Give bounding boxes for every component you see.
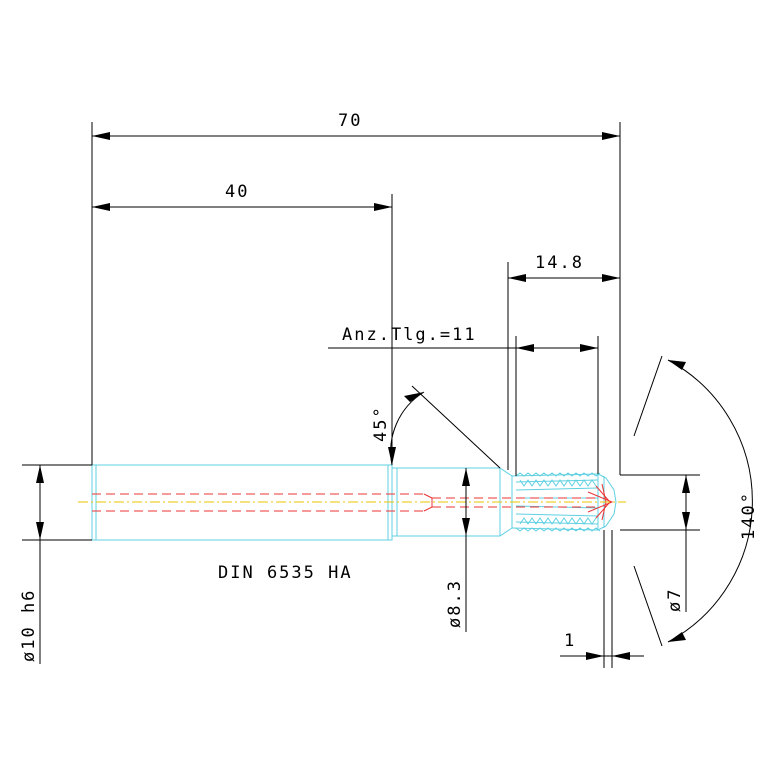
bore-step-bottom bbox=[423, 506, 433, 512]
taper-bottom bbox=[499, 527, 513, 537]
dim-point-angle-text: 140° bbox=[739, 491, 759, 540]
dim-shank-diameter: ø10 h6 bbox=[19, 464, 92, 664]
dim-overall-length: 70 bbox=[91, 111, 621, 475]
dim-chamfer-angle-text: 45° bbox=[371, 405, 391, 442]
dim-tip-diameter: ø7 bbox=[620, 474, 700, 612]
dim-head-length-text: 14.8 bbox=[535, 253, 584, 273]
dim-head-length: 14.8 bbox=[507, 253, 620, 470]
tool-body bbox=[78, 464, 626, 541]
dim-tip-diameter-text: ø7 bbox=[665, 588, 685, 612]
bore-step-top bbox=[423, 493, 433, 499]
dim-neck-diameter: ø8.3 bbox=[445, 468, 470, 632]
cutting-head bbox=[511, 472, 617, 532]
taper-top bbox=[499, 467, 513, 477]
dim-shank-length: 40 bbox=[92, 182, 393, 465]
dim-chamfer-angle: 45° bbox=[371, 385, 501, 469]
dim-teeth-count-text: Anz.Tlg.=11 bbox=[342, 325, 477, 345]
dim-neck-diameter-text: ø8.3 bbox=[445, 579, 465, 628]
dim-teeth-count: Anz.Tlg.=11 bbox=[328, 325, 599, 476]
dim-overall-length-text: 70 bbox=[338, 111, 362, 131]
dim-point-angle: 140° bbox=[633, 355, 759, 647]
dim-tip-offset-text: 1 bbox=[564, 631, 576, 651]
dim-shank-diameter-text: ø10 h6 bbox=[19, 589, 39, 662]
standard-label: DIN 6535 HA bbox=[218, 563, 353, 583]
dim-shank-length-text: 40 bbox=[225, 182, 249, 202]
dim-tip-offset: 1 bbox=[560, 530, 644, 668]
